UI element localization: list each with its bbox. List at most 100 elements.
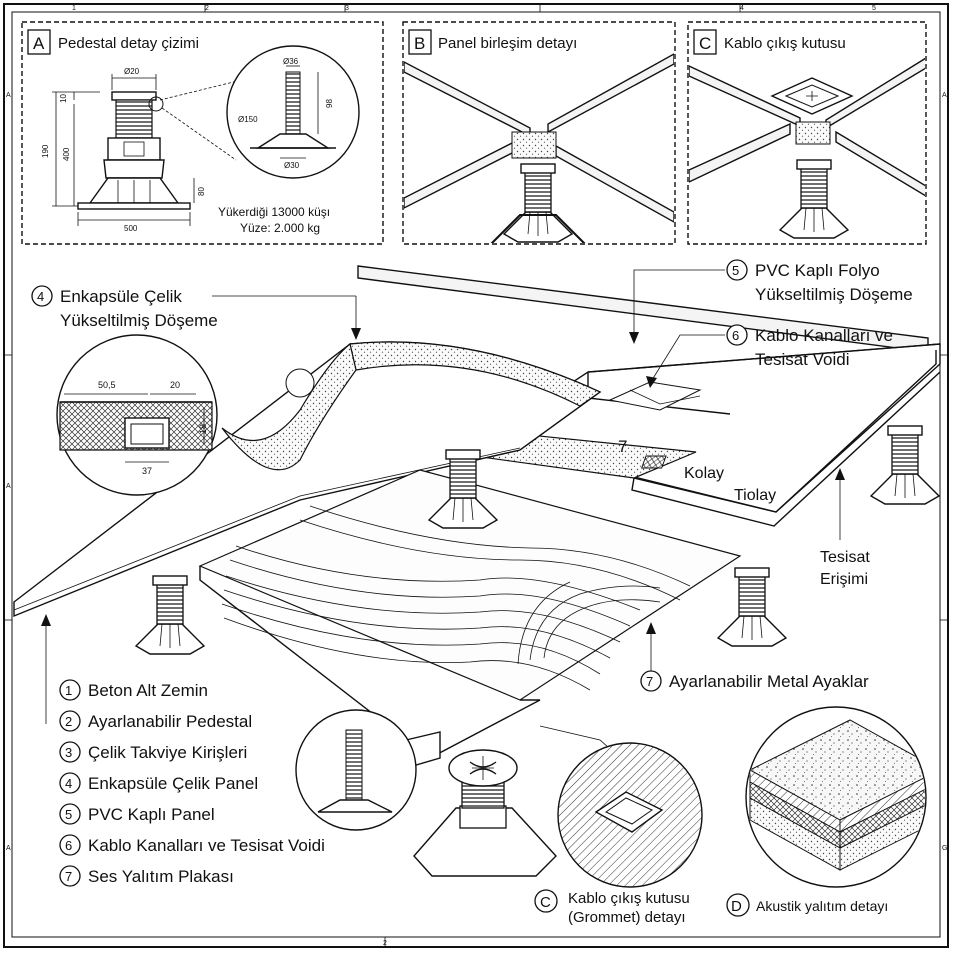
legend-item-text: Ayarlanabilir Pedestal	[88, 712, 252, 731]
tick-right-g: G	[942, 845, 947, 852]
section-dim-w1: 50,5	[98, 380, 116, 390]
detail-c-letter: C	[699, 34, 711, 53]
legend-num: 5	[65, 807, 72, 822]
legend-circle	[59, 710, 81, 732]
callout-4-line2: Yükseltilmiş Döşeme	[60, 311, 218, 330]
section-dim-w2: 20	[170, 380, 180, 390]
callout-6-line1: Kablo Kanalları ve	[755, 326, 893, 345]
dim-height-total: 190	[41, 144, 50, 158]
detail-b-title: Panel birleşim detayı	[438, 35, 577, 52]
callout-tesisat	[835, 468, 845, 540]
legend-num: 7	[65, 869, 72, 884]
callout-5-num: 5	[732, 263, 739, 278]
legend-item-text: Enkapsüle Çelik Panel	[88, 774, 258, 793]
detail-a-letter-box	[27, 29, 51, 55]
legend-circle	[59, 679, 81, 701]
tiolay-label: Tiolay	[734, 487, 776, 504]
tick-left-a2: A	[6, 483, 11, 490]
dim-height-mid: 400	[62, 147, 71, 161]
tick-left-a3: A	[6, 845, 11, 852]
inner-frame	[11, 11, 941, 938]
detail-c-box: C Kablo çıkış kutusu	[687, 21, 927, 245]
pedestal-drawing	[77, 91, 191, 210]
dim-base-plate: Ø30	[284, 161, 300, 170]
pvc-panel-slab	[499, 343, 941, 513]
section-dim-h1: 18	[198, 424, 208, 434]
grommet-line1: Kablo çıkış kutusu	[568, 890, 690, 907]
tick-top-3: 3	[345, 5, 349, 12]
dim-rod-length: 98	[325, 99, 334, 108]
legend-item-text: PVC Kaplı Panel	[88, 805, 215, 824]
load-line-1: Yükerdiği 13000 küşı	[218, 205, 330, 219]
legend-circle	[59, 741, 81, 763]
legend-item-text: Beton Alt Zemin	[88, 681, 208, 700]
callout-7-num: 7	[646, 674, 653, 689]
tick-left-a1: A	[6, 92, 11, 99]
grommet-detail-circle	[539, 725, 703, 888]
border-ticks	[4, 4, 948, 947]
legend-num: 4	[65, 776, 72, 791]
legend-num: 1	[65, 683, 72, 698]
profile-section-circle	[56, 334, 315, 496]
legend-circle	[59, 803, 81, 825]
rod-detail-circle	[295, 709, 417, 831]
rod-zoom-circle	[226, 45, 360, 179]
legend-circle	[59, 834, 81, 856]
callout-6	[646, 324, 748, 388]
panel-number-label: 7	[618, 437, 627, 456]
dim-top-width: Ø20	[124, 67, 140, 76]
legend-item-text: Ses Yalıtım Plakası	[88, 867, 234, 886]
legend-item-text: Kablo Kanalları ve Tesisat Voidi	[88, 836, 325, 855]
tick-top-4: 4	[740, 5, 744, 12]
legend-item-text: Çelik Takviye Kirişleri	[88, 743, 247, 762]
tick-top-1: 1	[72, 5, 76, 12]
tick-right-a: A	[942, 92, 947, 99]
acoustic-detail-circle	[745, 706, 927, 888]
legend-num: 2	[65, 714, 72, 729]
tick-top-5: 5	[872, 5, 876, 12]
legend-circle	[59, 865, 81, 887]
foreground-pedestal	[413, 749, 557, 877]
detail-b-box: B Panel birleşim detayı	[402, 21, 676, 245]
detail-c-letter-box	[693, 29, 717, 55]
tesisat-line2: Erişimi	[820, 571, 868, 588]
callout-4-line1: Enkapsüle Çelik	[60, 287, 182, 306]
legend-circle	[59, 772, 81, 794]
callout-4	[31, 285, 361, 340]
callout-5-line2: Yükseltilmiş Döşeme	[755, 285, 913, 304]
acoustic-text: Akustik yalıtım detayı	[756, 898, 888, 914]
detail-a-letter: A	[33, 34, 45, 53]
detail-a-dimension-lines	[52, 74, 259, 226]
callout-4-num: 4	[37, 289, 44, 304]
outer-frame	[3, 3, 949, 948]
callout-5-line1: PVC Kaplı Folyo	[755, 261, 880, 280]
dim-base-height: 80	[197, 187, 206, 196]
detail-b-letter-box	[408, 29, 432, 55]
legend-leader	[41, 614, 51, 724]
legend: 1 Beton Alt Zemin 2 Ayarlanabilir Pedestal 3…	[59, 679, 325, 887]
load-line-2: Yüze: 2.000 kg	[240, 221, 320, 235]
detail-c-title: Kablo çıkış kutusu	[724, 35, 846, 52]
detail-a-box: A Pedestal detay çizimi	[21, 21, 384, 245]
callout-5	[629, 259, 748, 344]
dim-base-width: 500	[124, 224, 138, 233]
grommet-letter-circle	[534, 889, 558, 913]
tick-top-2: 2	[205, 5, 209, 12]
callout-6-num: 6	[732, 328, 739, 343]
dim-height-small: 10	[59, 94, 68, 103]
legend-num: 3	[65, 745, 72, 760]
tesisat-line1: Tesisat	[820, 549, 870, 566]
detail-b-letter: B	[414, 34, 425, 53]
callout-7	[640, 622, 662, 692]
legend-num: 6	[65, 838, 72, 853]
cable-trays	[221, 505, 691, 691]
acoustic-letter-circle	[726, 893, 750, 917]
grommet-letter: C	[540, 894, 551, 911]
kolay-label: Kolay	[684, 465, 724, 482]
dim-plate-dia: Ø150	[238, 115, 258, 124]
tick-bottom-2: 2	[383, 940, 387, 947]
callout-7-text: Ayarlanabilir Metal Ayaklar	[669, 672, 869, 691]
section-dim-w3: 37	[142, 466, 152, 476]
grommet-line2: (Grommet) detayı	[568, 909, 686, 926]
